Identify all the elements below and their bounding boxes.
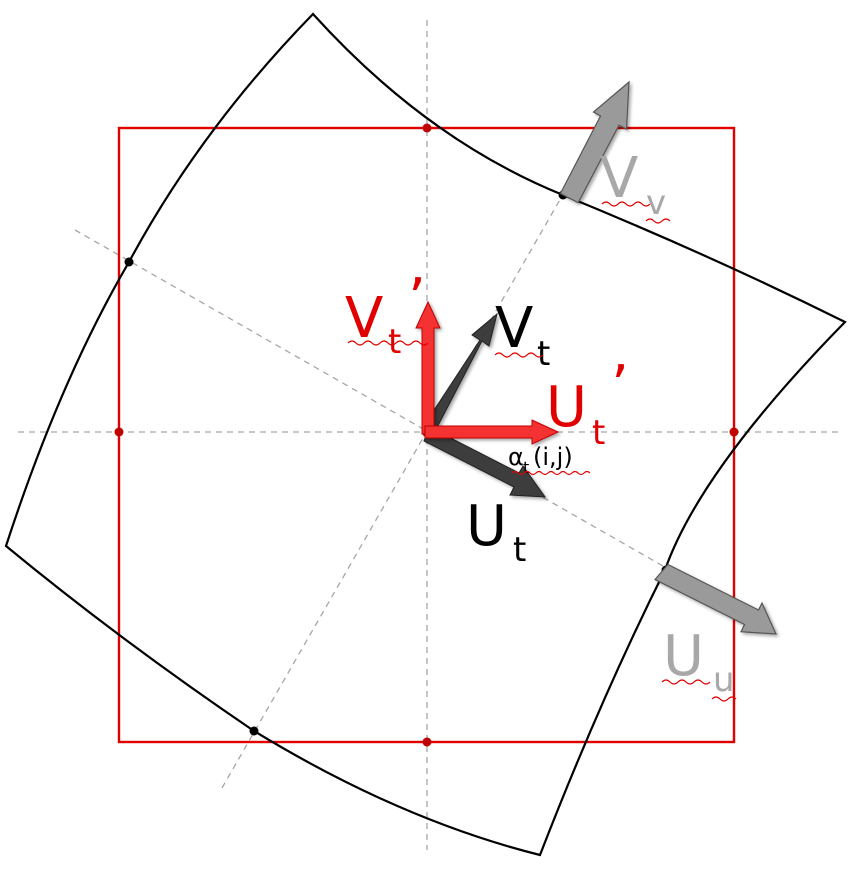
vv-label: V v — [600, 146, 671, 224]
vt-label-subscript: t — [537, 334, 550, 374]
square-left-midpoint — [114, 427, 124, 437]
square-right-midpoint — [729, 427, 739, 437]
ut-prime-arrow — [424, 419, 560, 445]
alpha-label-args: (i,j) — [533, 443, 573, 471]
square-top-midpoint — [422, 123, 432, 133]
curve-left-point — [124, 257, 134, 267]
ut-prime-label-subscript: t — [592, 413, 605, 453]
vv-label-subscript: v — [646, 183, 666, 223]
vt-arrow — [422, 312, 498, 440]
vv-arrow — [559, 80, 630, 204]
vt-prime-arrow — [415, 300, 441, 435]
rotated-v-guide-line — [221, 129, 601, 789]
ut-label: U t — [466, 494, 526, 570]
alpha-label: α t (i,j) — [508, 443, 591, 477]
ut-prime-label: U t ’ — [546, 354, 629, 453]
vt-prime-label-main: V — [345, 286, 383, 351]
uu-label: U u — [661, 624, 737, 702]
curve-bottom-point — [249, 726, 259, 736]
vv-label-main: V — [600, 146, 638, 211]
uu-arrow — [654, 563, 777, 635]
ut-label-subscript: t — [513, 530, 526, 570]
alpha-label-subscript: t — [523, 458, 529, 477]
ut-prime-label-main: U — [546, 375, 587, 440]
rotated-u-guide-line — [74, 229, 741, 611]
uu-label-subscript: u — [713, 660, 735, 700]
ut-arrow — [423, 426, 547, 498]
vt-prime-label-subscript: t — [388, 322, 401, 362]
vt-prime-label-prime: ’ — [408, 267, 426, 332]
vt-label: V t — [494, 296, 550, 374]
square-bottom-midpoint — [422, 737, 432, 747]
vt-label-main: V — [495, 296, 533, 361]
uu-label-main: U — [663, 624, 704, 689]
ut-label-main: U — [466, 494, 507, 559]
vt-prime-label: V t ’ — [345, 267, 429, 362]
ut-prime-label-prime: ’ — [611, 354, 629, 419]
deformed-element-outline — [4, 12, 847, 857]
alpha-label-symbol: α — [508, 443, 524, 471]
